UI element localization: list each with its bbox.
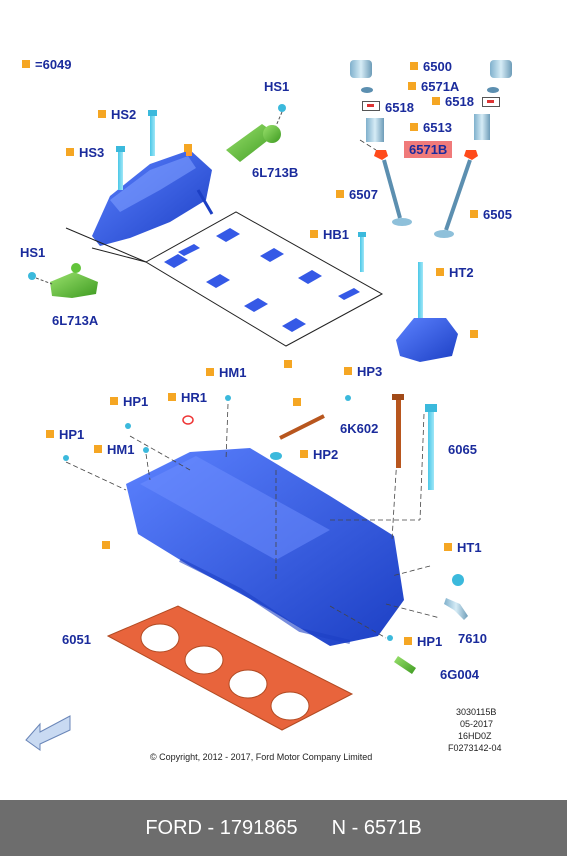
direction-arrow-icon (25, 715, 71, 751)
label-6571a: 6571A (408, 80, 459, 94)
label-6571b-highlighted: 6571B (404, 141, 453, 158)
head-bolts (63, 394, 437, 490)
label-6k602: 6K602 (340, 421, 379, 436)
label-hs1-top: HS1 (264, 79, 290, 94)
marker-ht2-housing (470, 330, 478, 338)
label-6518-left: 6518 (362, 101, 414, 115)
solenoid-6l713a (28, 263, 98, 298)
label-6g004: 6G004 (440, 667, 480, 682)
valve-train (350, 60, 512, 238)
solenoid-6l713b (226, 104, 286, 162)
meta-line-2: 05-2017 (460, 719, 494, 729)
rear-housing-ht2 (396, 262, 458, 362)
marker-hp3-bolt (293, 398, 301, 406)
marker-caps (284, 360, 292, 368)
meta-line-3: 16HD0Z (458, 731, 492, 741)
label-6507: 6507 (336, 188, 378, 202)
callout-lines (65, 139, 441, 639)
copyright-notice: © Copyright, 2012 - 2017, Ford Motor Com… (150, 752, 373, 762)
label-ht2: HT2 (436, 266, 474, 280)
bolt-hb1 (358, 232, 366, 272)
meta-line-1: 3030115B (456, 707, 497, 717)
label-hp1-b: HP1 (46, 428, 84, 442)
camshaft-housing (92, 150, 214, 246)
label-6051: 6051 (62, 632, 91, 647)
label-7610: 7610 (458, 631, 487, 646)
label-hp2: HP2 (300, 448, 338, 462)
legend-6049: =6049 (22, 58, 72, 72)
label-6065: 6065 (448, 442, 477, 457)
drawing-metadata: 3030115B 05-2017 16HD0Z F0273142-04 (448, 706, 502, 754)
marker-cover (184, 144, 192, 152)
bearing-caps-group (65, 211, 384, 347)
exploded-parts-diagram (25, 60, 512, 751)
label-hs1-left: HS1 (20, 245, 46, 260)
label-hs2: HS2 (98, 108, 136, 122)
label-6505: 6505 (470, 208, 512, 222)
label-6l713a: 6L713A (52, 313, 99, 328)
cylinder-head (126, 448, 404, 646)
footer-reference: N - 6571B (331, 816, 422, 839)
right-fittings (387, 574, 468, 674)
marker-head (102, 541, 110, 549)
label-6518-right: 6518 (432, 95, 474, 109)
label-6500: 6500 (410, 60, 452, 74)
footer-bar: FORD - 1791865 N - 6571B (0, 800, 567, 856)
label-hp1-c: HP1 (404, 635, 442, 649)
label-hr1: HR1 (168, 391, 207, 405)
label-hm1-b: HM1 (94, 443, 134, 457)
head-gasket (106, 605, 354, 731)
label-hp1-a: HP1 (110, 395, 148, 409)
footer-part-number: FORD - 1791865 (145, 816, 298, 839)
meta-line-4: F0273142-04 (448, 743, 502, 753)
label-hb1: HB1 (310, 228, 349, 242)
label-hm1-top: HM1 (206, 366, 246, 380)
keeper-icon (482, 97, 500, 107)
label-ht1: HT1 (444, 541, 482, 555)
label-hs3: HS3 (66, 146, 104, 160)
label-hp3: HP3 (344, 365, 382, 379)
diagram-artwork (25, 60, 512, 751)
label-6513: 6513 (410, 121, 452, 135)
label-6l713b: 6L713B (252, 165, 299, 180)
